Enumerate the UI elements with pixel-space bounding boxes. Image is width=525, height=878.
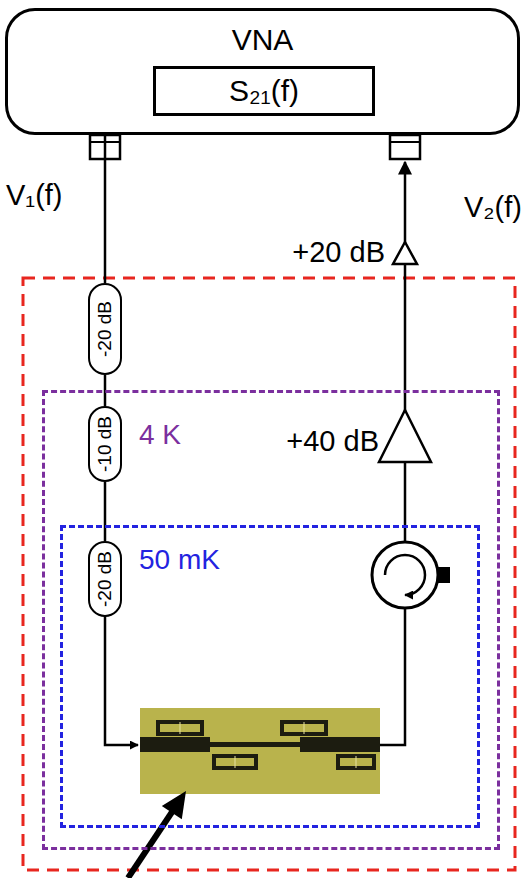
attenuation-value: -20 dB bbox=[94, 301, 116, 357]
label-holder: +40 dB bbox=[286, 424, 379, 458]
coax-line bbox=[104, 135, 107, 283]
pointer-arrow bbox=[128, 791, 186, 878]
signal-name: V₁(f) bbox=[6, 178, 63, 212]
gain-value: +20 dB bbox=[292, 235, 385, 269]
vna-port bbox=[390, 135, 420, 159]
temperature-stage: 4 K -10 dB 50 mK -20 dB bbox=[42, 390, 500, 850]
coax-line bbox=[104, 482, 107, 541]
instrument-box: VNA S₂₁(f) bbox=[5, 8, 520, 135]
attenuator: -20 dB bbox=[88, 283, 122, 375]
input-wire bbox=[105, 600, 138, 745]
stage-label: 4 K bbox=[139, 419, 181, 451]
circulator-symbol bbox=[372, 542, 450, 608]
stage-label: 50 mK bbox=[139, 544, 220, 576]
attenuation-value: -20 dB bbox=[94, 551, 116, 607]
attenuator: -10 dB bbox=[88, 406, 122, 482]
label-holder: +20 dB bbox=[292, 235, 385, 269]
box-label: VNA bbox=[232, 23, 294, 57]
attenuator: -20 dB bbox=[88, 541, 122, 617]
amplifier-symbol bbox=[393, 242, 417, 264]
attenuation-value: -10 dB bbox=[94, 416, 116, 472]
gain-value: +40 dB bbox=[286, 424, 379, 458]
chip-image bbox=[140, 708, 380, 794]
room-temperature-region bbox=[23, 278, 515, 870]
parameter-box: S₂₁(f) bbox=[153, 66, 375, 116]
amplifier-symbol bbox=[379, 410, 431, 462]
label-holder: V₁(f) bbox=[6, 178, 63, 212]
signal-name: V₂(f) bbox=[464, 190, 522, 224]
temperature-stage: 50 mK -20 dB bbox=[60, 525, 480, 828]
label-holder: V₂(f) bbox=[464, 190, 522, 224]
box-label: S₂₁(f) bbox=[229, 74, 299, 108]
